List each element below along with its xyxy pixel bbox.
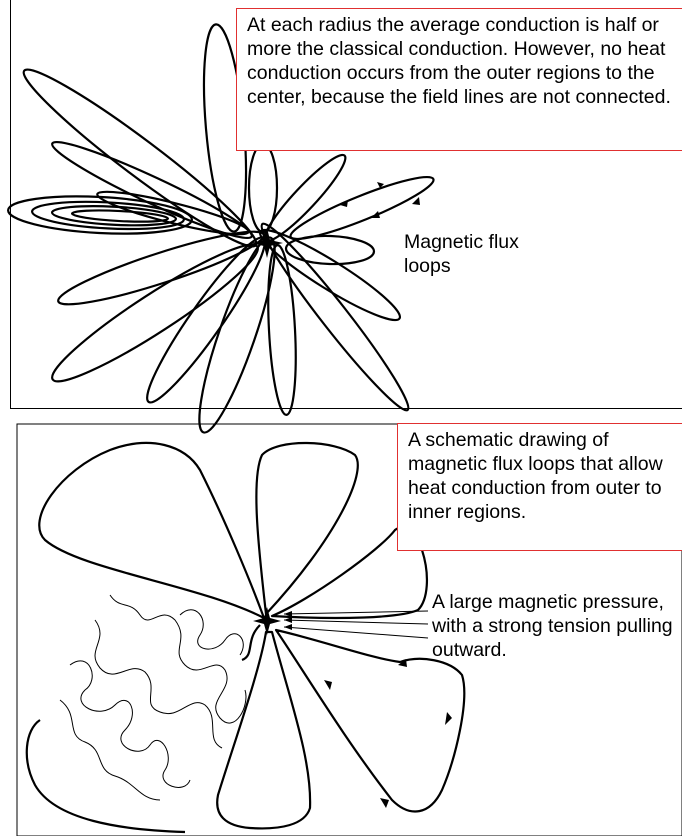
magnetic-pressure-label: A large magnetic pressure, with a strong… [432,590,682,662]
bottom-callout-text: A schematic drawing of magnetic flux loo… [408,429,663,523]
pressure-pointers [284,611,428,638]
top-callout-text: At each radius the average conduction is… [247,14,671,108]
loop-bottom-left [27,625,260,832]
petal-top [256,443,357,614]
tangled-field-lines [60,595,246,800]
top-callout: At each radius the average conduction is… [236,8,682,151]
bottom-callout: A schematic drawing of magnetic flux loo… [397,423,682,551]
petal-upper-left [39,443,264,618]
magnetic-flux-loops-label: Magnetic flux loops [404,230,524,278]
